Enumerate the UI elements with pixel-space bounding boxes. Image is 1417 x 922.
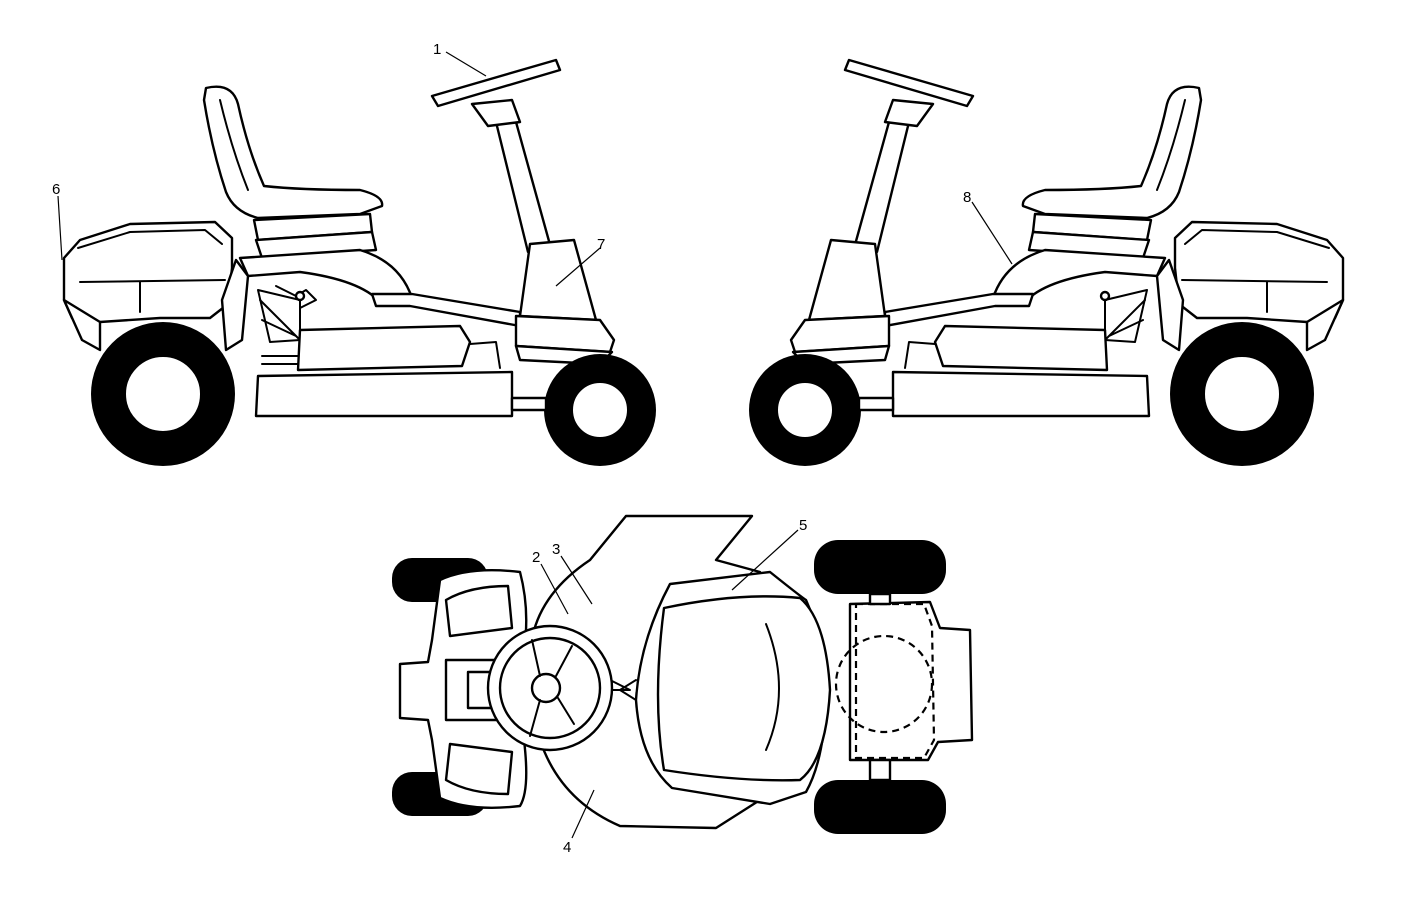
callout-label-6: 6: [52, 181, 60, 198]
callout-label-1: 1: [433, 41, 441, 58]
steering-console: [789, 238, 891, 366]
steering-column: [843, 58, 975, 254]
callout-2: 2: [532, 549, 569, 615]
engine-shroud: [1173, 220, 1345, 352]
callout-label-7: 7: [597, 236, 605, 253]
callout-1: 1: [433, 41, 487, 77]
mower-deck: [254, 324, 514, 418]
steering-wheel-top: [486, 624, 614, 752]
frame-and-fender: [883, 248, 1185, 352]
mower-left-side-view: [62, 58, 656, 466]
mower-top-view: [392, 514, 974, 834]
callout-8: 8: [963, 189, 1013, 265]
rear-wheel: [1170, 322, 1314, 466]
front-wheel: [749, 354, 895, 466]
rear-wheel: [91, 322, 235, 466]
callout-label-3: 3: [552, 541, 560, 558]
callout-6: 6: [52, 181, 63, 261]
steering-console: [514, 238, 616, 366]
frame-and-fender: [220, 248, 522, 352]
steering-column: [430, 58, 562, 254]
callout-label-8: 8: [963, 189, 971, 206]
callout-3: 3: [552, 541, 593, 605]
callout-4: 4: [563, 789, 595, 856]
seat: [1021, 85, 1203, 260]
callout-label-4: 4: [563, 839, 571, 856]
callout-label-5: 5: [799, 517, 807, 534]
callout-label-2: 2: [532, 549, 540, 566]
mower-right-side-view: [749, 58, 1345, 466]
seat: [202, 85, 384, 260]
callout-5: 5: [731, 517, 807, 591]
seat-top: [619, 570, 832, 806]
front-wheel: [510, 354, 656, 466]
engine-top: [834, 592, 974, 782]
mower-deck: [891, 324, 1151, 418]
callout-7: 7: [555, 236, 605, 287]
rear-wheels-top: [814, 540, 946, 834]
